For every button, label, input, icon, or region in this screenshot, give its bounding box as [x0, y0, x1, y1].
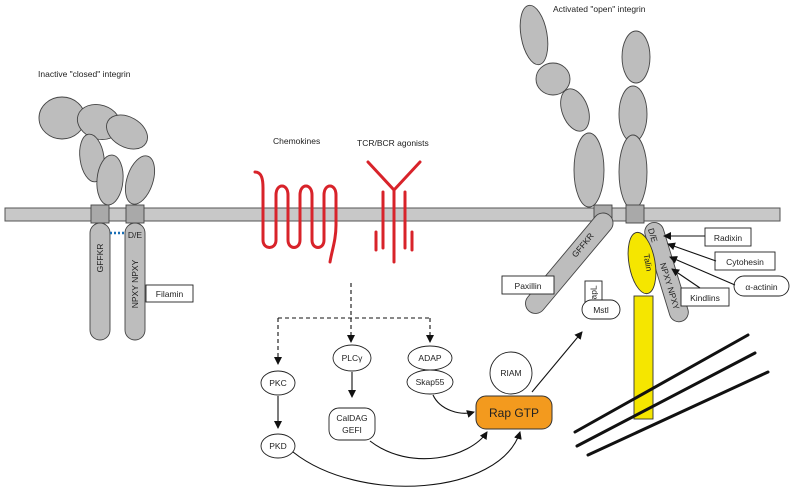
inactive-integrin-title: Inactive "closed" integrin [38, 69, 131, 79]
paxillin-box [501, 275, 555, 295]
paxillin-label: Paxillin [515, 281, 542, 291]
riam-node [489, 351, 533, 395]
radixin-label: Radixin [714, 233, 743, 243]
chemokine-receptor-7tm [253, 170, 338, 264]
skap55-to-rap-arrow [432, 394, 475, 418]
alpha-cytoplasmic-tail [89, 222, 111, 341]
alpha-transmembrane-domain [90, 204, 110, 224]
talin-label: Talin [642, 253, 655, 272]
tcr-bcr-receptor [366, 160, 422, 264]
rap-gtp-node [475, 395, 553, 430]
pkd-node [260, 433, 296, 459]
integrin-beta-leg [124, 155, 156, 205]
de-label: D/E [128, 230, 143, 240]
adap-label: ADAP [418, 353, 441, 363]
filamin-label: Filamin [156, 289, 184, 299]
beta-cytoplasmic-tail [124, 222, 146, 341]
integrin-domain [621, 30, 651, 84]
integrin-domain [519, 4, 549, 66]
integrin-domain [106, 114, 148, 150]
beta-transmembrane-domain [625, 204, 645, 224]
cytohesin-arrow [667, 242, 717, 262]
skap55-node [406, 369, 454, 395]
active-integrin-title: Activated "open" integrin [553, 4, 646, 14]
plcg-label: PLCγ [342, 353, 364, 363]
radixin-box [704, 227, 752, 247]
inactive-integrin: GFFKR D/E NPXY NPXY [38, 96, 156, 341]
caldag-gefi-node [328, 407, 376, 441]
alpha-actinin-box [733, 275, 790, 297]
actin-filaments [573, 333, 770, 457]
mstl-label: Mstl [593, 305, 609, 315]
kindlins-label: Kindlins [690, 293, 720, 303]
rap-to-integrin-arrow [531, 331, 583, 393]
riam-label: RIAM [500, 368, 521, 378]
integrin-domain [79, 133, 105, 183]
alpha-actinin-label: α-actinin [745, 282, 778, 292]
integrin-beta-leg [618, 134, 648, 210]
gefi-label: GEFI [342, 425, 362, 435]
cytohesin-label: Cytohesin [726, 257, 764, 267]
caldag-label: CalDAG [336, 413, 367, 423]
de-label: D/E [646, 227, 660, 244]
beta-transmembrane-domain [125, 204, 145, 224]
tcr-bcr-label: TCR/BCR agonists [357, 138, 429, 148]
gffkr-label: GFFKR [95, 244, 105, 273]
pkd-to-rap-arrow [292, 431, 522, 487]
integrin-alpha-leg [573, 132, 605, 208]
talin-rod [633, 295, 654, 420]
integrin-domain [560, 88, 590, 132]
skap55-label: Skap55 [416, 377, 445, 387]
rap-gtp-label: Rap GTP [489, 406, 539, 420]
caldag-to-rap-arrow [369, 431, 488, 460]
alpha-actinin-arrow [669, 256, 736, 286]
chemokines-label: Chemokines [273, 136, 320, 146]
filamin-box [145, 284, 194, 303]
kindlins-box [680, 287, 730, 307]
pkc-node [260, 370, 296, 396]
integrin-domain [618, 85, 648, 143]
pkd-label: PKD [269, 441, 286, 451]
pkc-label: PKC [269, 378, 286, 388]
rapl-label: RapL [589, 285, 599, 306]
plcg-node [332, 344, 372, 372]
npxy-label: NPXY NPXY [130, 259, 140, 308]
talin-head [627, 231, 657, 295]
mstl-box [581, 299, 621, 320]
integrin-head-domain [535, 62, 571, 96]
kindlins-arrow [671, 268, 701, 289]
